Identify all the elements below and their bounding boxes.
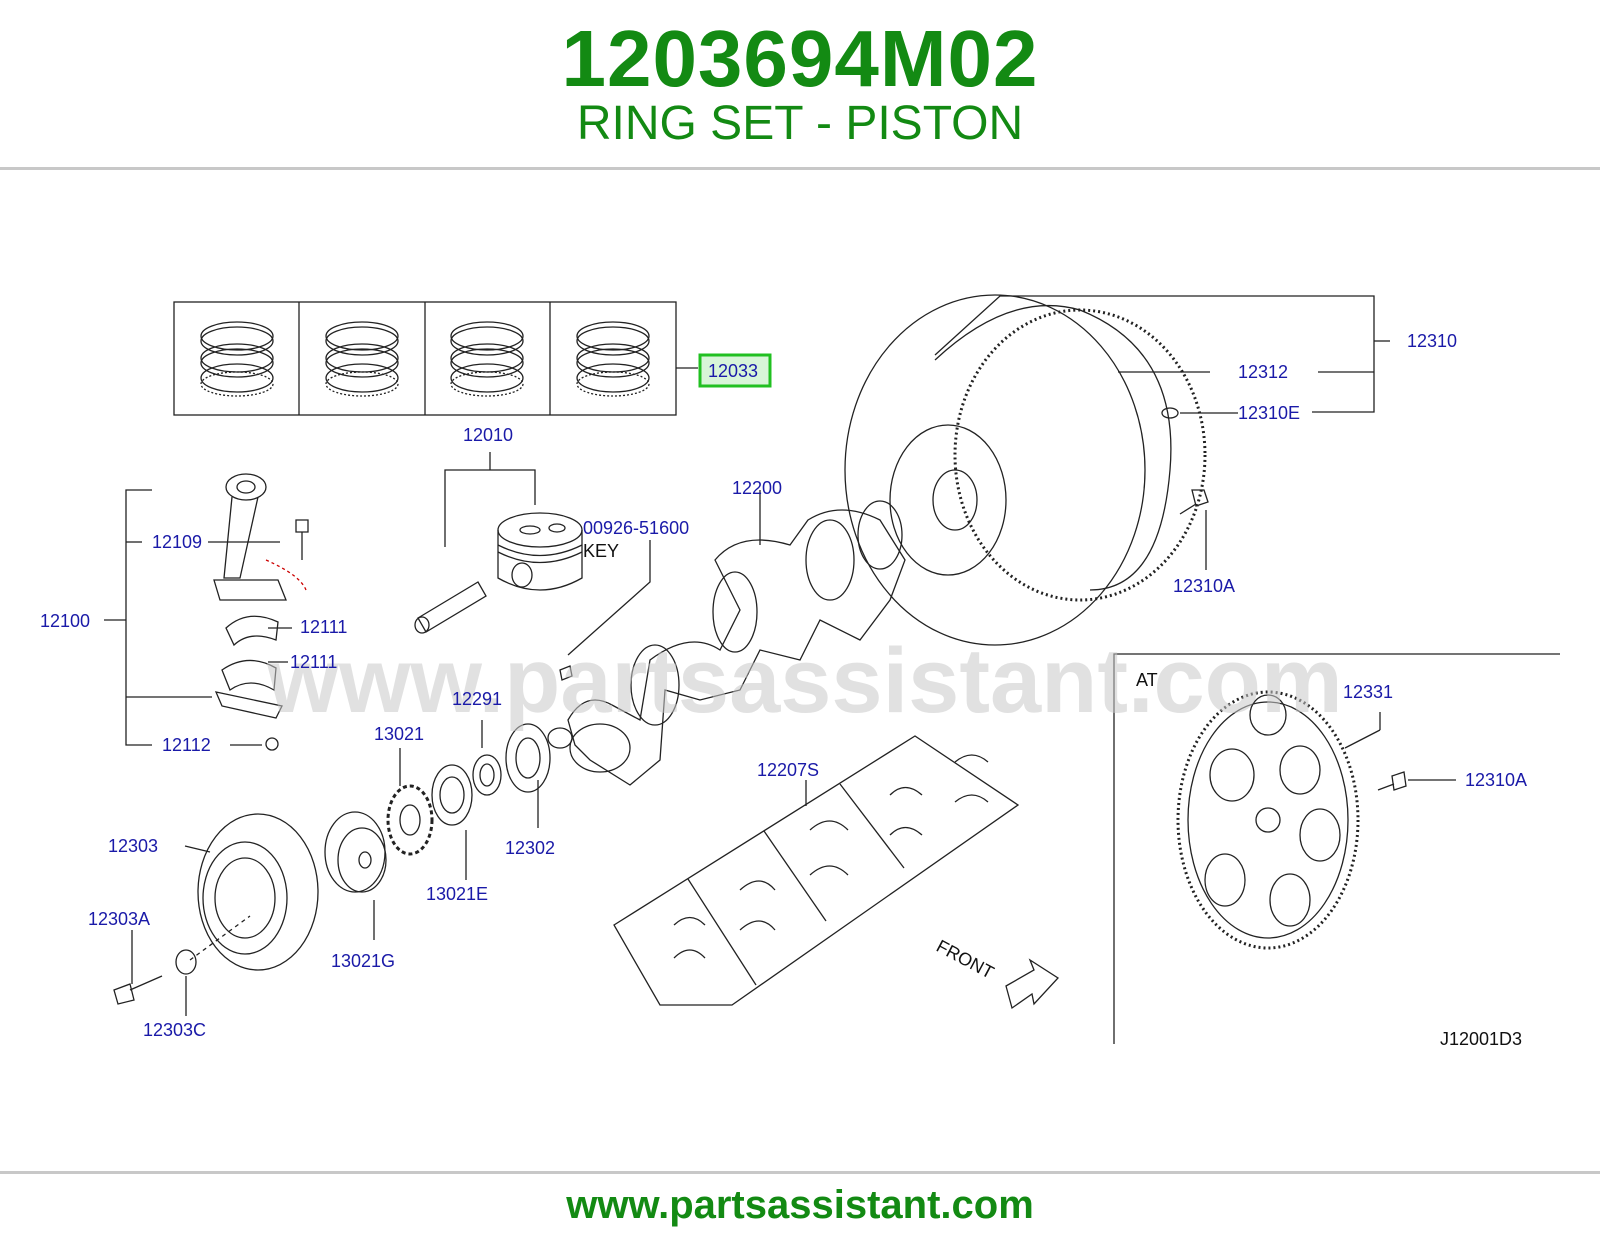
key-label: KEY	[583, 541, 619, 561]
oil-seal[interactable]	[431, 764, 473, 826]
callout-12310E[interactable]: 12310E	[1238, 403, 1300, 423]
front-arrow-icon	[1005, 958, 1060, 1010]
flywheel[interactable]	[844, 294, 1207, 646]
rod-bolt[interactable]	[295, 519, 309, 560]
callout-00926-51600[interactable]: 00926-51600	[583, 518, 689, 538]
connecting-rod[interactable]	[213, 473, 307, 601]
callout-12010[interactable]: 12010	[463, 425, 513, 445]
footer-website-link[interactable]: www.partsassistant.com	[566, 1183, 1034, 1227]
flywheel-dowel[interactable]	[1161, 407, 1179, 419]
callout-12033[interactable]: 12033	[708, 361, 758, 381]
callout-12100[interactable]: 12100	[40, 611, 90, 631]
pulley-bolt[interactable]	[113, 975, 163, 1005]
part-number-title: 1203694M02	[561, 14, 1039, 103]
thrust-washer[interactable]	[505, 723, 551, 793]
callout-12312[interactable]: 12312	[1238, 362, 1288, 382]
rod-bearing-lower[interactable]	[214, 659, 283, 719]
header-divider	[0, 167, 1600, 170]
callout-12111-lower[interactable]: 12111	[290, 652, 337, 672]
callout-12111-upper[interactable]: 12111	[300, 617, 347, 637]
callout-12331[interactable]: 12331	[1343, 682, 1393, 702]
piston-pin[interactable]	[414, 581, 487, 634]
callout-12303C[interactable]: 12303C	[143, 1020, 206, 1040]
callout-13021[interactable]: 13021	[374, 724, 424, 744]
at-label: AT	[1136, 670, 1158, 690]
crank-sprocket[interactable]	[386, 784, 434, 856]
main-bearing-set[interactable]	[613, 735, 1020, 1006]
callout-12302[interactable]: 12302	[505, 838, 555, 858]
page-header: 1203694M02 RING SET - PISTON	[0, 0, 1600, 168]
flywheel-bolt[interactable]	[1179, 489, 1209, 515]
part-name-subtitle: RING SET - PISTON	[576, 97, 1024, 150]
callout-12303A[interactable]: 12303A	[88, 909, 150, 929]
callout-12310A[interactable]: 12310A	[1173, 576, 1235, 596]
watermark-text: www.partsassistant.com	[266, 630, 1342, 732]
crank-pulley[interactable]	[189, 813, 319, 971]
drive-plate-bolt[interactable]	[1377, 771, 1407, 791]
ring-set-box[interactable]	[173, 301, 677, 416]
drawing-reference: J12001D3	[1440, 1029, 1522, 1049]
parts-diagram: www.partsassistant.com 12033 12010 12109…	[0, 170, 1600, 1170]
crank-key[interactable]	[559, 665, 573, 681]
callout-12303[interactable]: 12303	[108, 836, 158, 856]
spacer-12291[interactable]	[472, 754, 502, 796]
footer-divider	[0, 1171, 1600, 1174]
exploded-view-svg: www.partsassistant.com 12033 12010 12109…	[40, 294, 1560, 1049]
callout-12207S[interactable]: 12207S	[757, 760, 819, 780]
rod-nut[interactable]	[265, 737, 279, 751]
callout-12112[interactable]: 12112	[162, 735, 211, 755]
callout-13021E[interactable]: 13021E	[426, 884, 488, 904]
callout-12200[interactable]: 12200	[732, 478, 782, 498]
crankshaft[interactable]	[547, 500, 906, 786]
pulley-washer[interactable]	[175, 949, 197, 975]
front-label: FRONT	[933, 936, 997, 983]
rod-bearing-upper[interactable]	[225, 615, 279, 647]
callout-13021G[interactable]: 13021G	[331, 951, 395, 971]
highlight-box	[698, 353, 772, 388]
callout-12310A-at[interactable]: 12310A	[1465, 770, 1527, 790]
callout-12310[interactable]: 12310	[1407, 331, 1457, 351]
drive-plate[interactable]	[1176, 690, 1360, 950]
callout-12291[interactable]: 12291	[452, 689, 502, 709]
callout-12109[interactable]: 12109	[152, 532, 202, 552]
piston[interactable]	[497, 512, 583, 591]
oil-pump-gear[interactable]	[324, 811, 387, 893]
